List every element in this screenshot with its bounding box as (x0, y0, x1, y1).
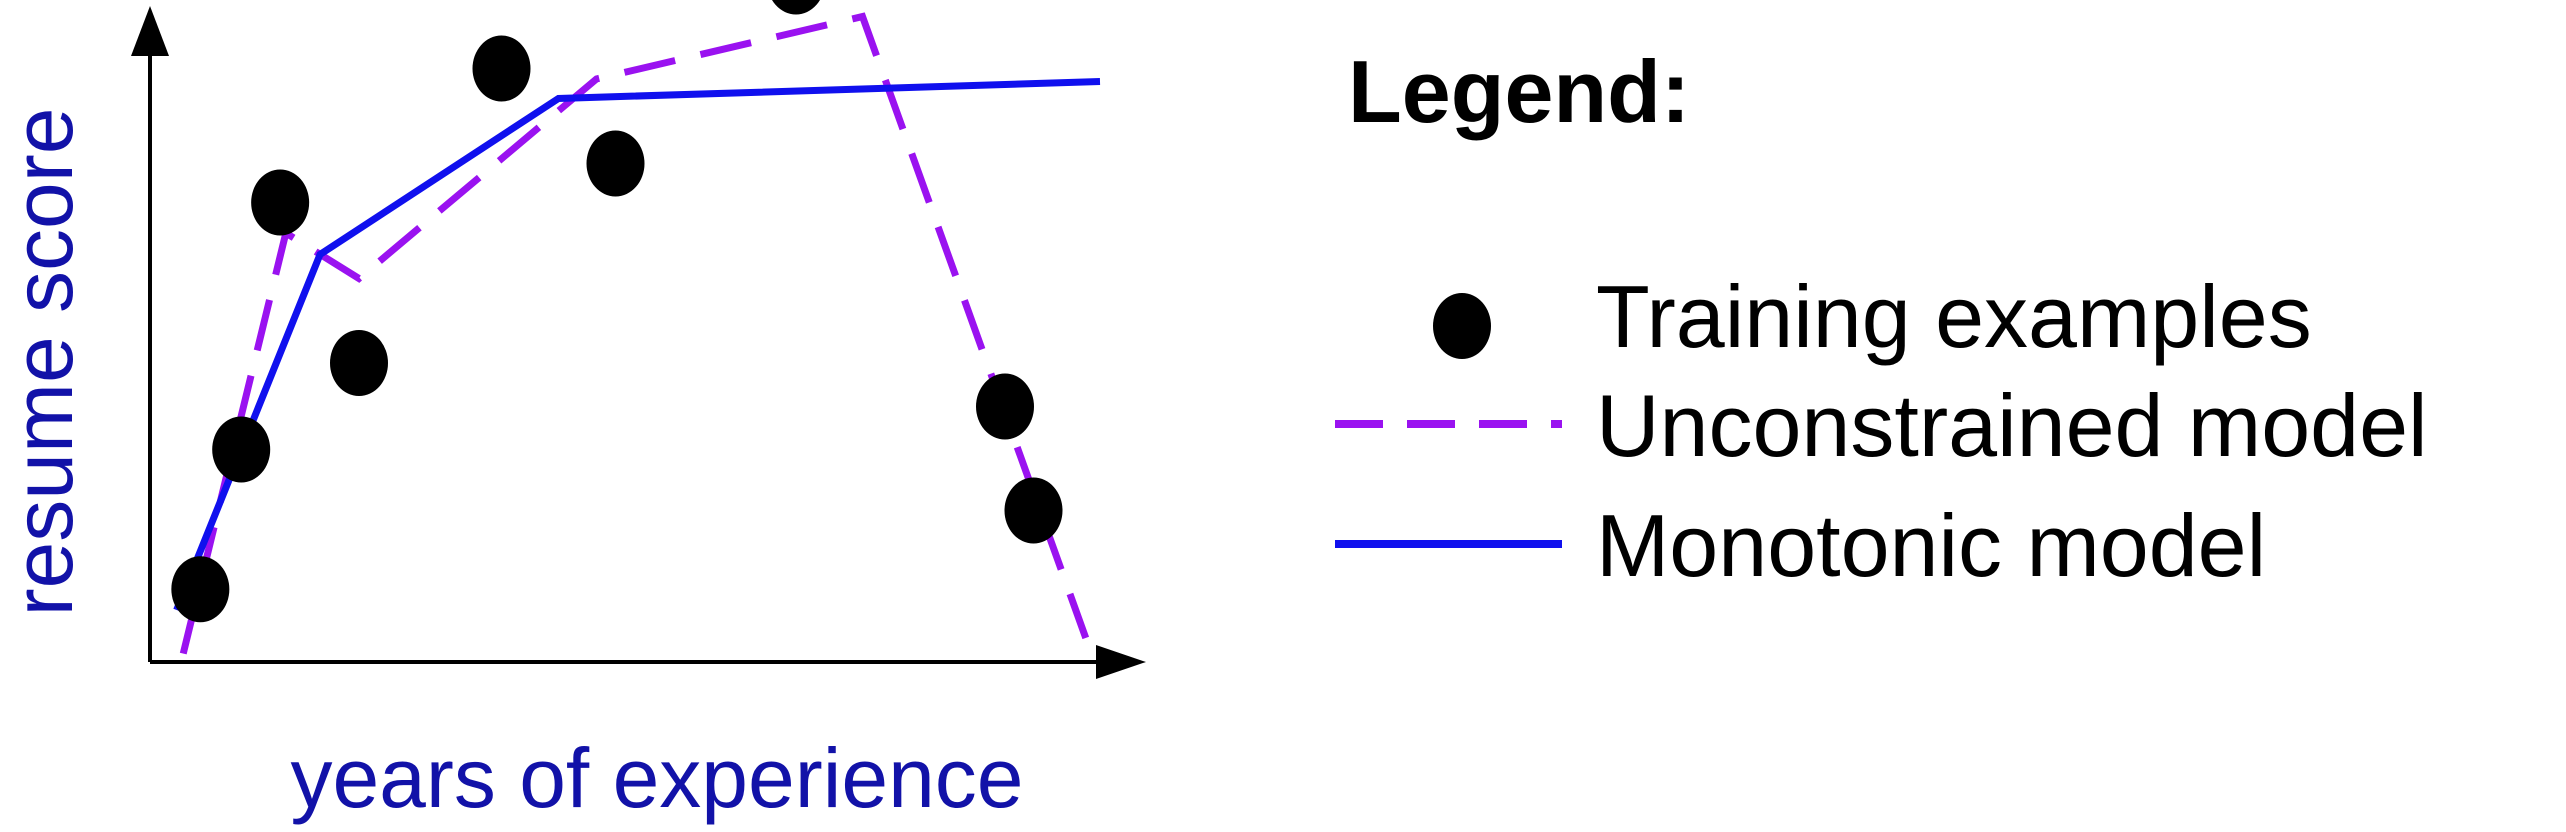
data-point-training-examples-1 (171, 556, 230, 623)
y-axis-title: resume score (0, 108, 90, 617)
data-point-training-examples-2 (212, 416, 271, 483)
data-point-training-examples-8 (976, 373, 1034, 440)
axes (131, 6, 1146, 679)
data-point-training-examples-9 (1004, 477, 1063, 544)
data-point-training-examples-6 (586, 130, 645, 197)
x-axis-title: years of experience (290, 731, 1023, 825)
series-line-unconstrained-model (179, 12, 1090, 655)
legend-title: Legend: (1348, 42, 1690, 141)
x-axis-arrow (1096, 645, 1146, 679)
data-point-training-examples-3 (251, 169, 310, 236)
legend-label-training-examples: Training examples (1596, 267, 2312, 366)
y-axis-arrow (131, 6, 169, 56)
legend: Legend: Training examples Unconstrained … (1335, 42, 2428, 595)
legend-marker-training-examples (1433, 293, 1491, 359)
data-point-training-examples-4 (330, 330, 388, 396)
legend-entry-monotonic-model: Monotonic model (1335, 496, 2266, 595)
legend-entry-training-examples: Training examples (1433, 267, 2312, 366)
data-point-training-examples-7 (772, 0, 820, 15)
legend-label-monotonic-model: Monotonic model (1596, 496, 2266, 595)
legend-label-unconstrained-model: Unconstrained model (1596, 376, 2428, 475)
plot-area (171, 0, 1101, 655)
data-point-training-examples-5 (472, 35, 531, 102)
legend-entry-unconstrained-model: Unconstrained model (1335, 376, 2428, 475)
